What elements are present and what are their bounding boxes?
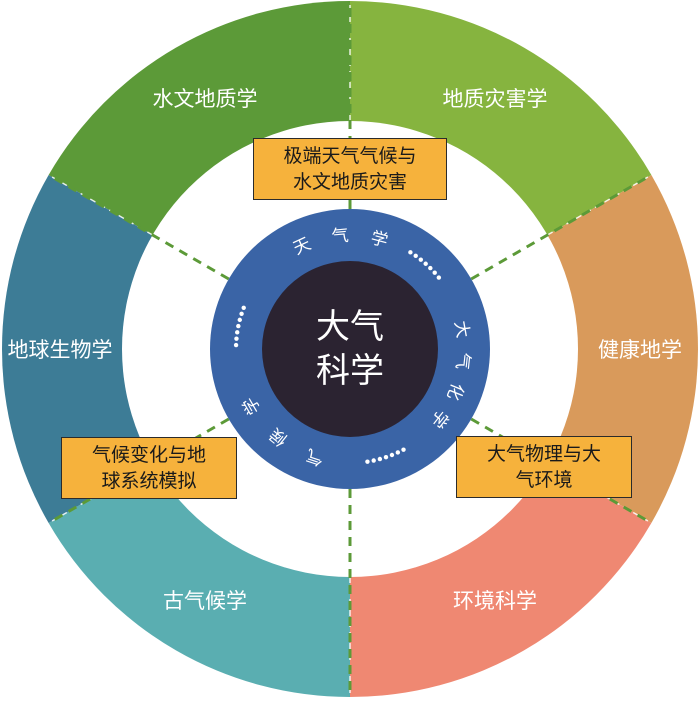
inner-branch-char: 大: [450, 319, 473, 339]
ring-dot: [371, 458, 376, 463]
connector-line: [470, 175, 649, 281]
overlap-box-line: 气候变化与地: [91, 444, 206, 466]
ring-dot: [383, 454, 389, 460]
inner-branch-meteorology: 天气学: [290, 226, 390, 260]
overlap-box-line: 极端天气气候与: [283, 145, 417, 167]
ring-dot: [389, 452, 395, 458]
ring-dot: [423, 261, 428, 266]
outer-segment-label-health-geography: 健康地学: [598, 338, 682, 362]
ring-dot: [418, 257, 424, 262]
inner-branch-char: 气: [452, 351, 474, 370]
outer-segment-label-paleoclimatology: 古气候学: [163, 589, 247, 613]
connector-line: [51, 175, 230, 281]
ring-dot: [235, 330, 240, 335]
core-title-line1: 大气: [316, 307, 384, 347]
core-circle: [262, 261, 438, 437]
ring-dot: [239, 311, 244, 316]
inner-ring-dots: [233, 250, 442, 464]
inner-branch-char: 气: [304, 444, 326, 468]
overlap-box-climate-modeling: 气候变化与地 球系统模拟: [61, 437, 237, 499]
ring-dot: [377, 456, 383, 462]
ring-dot: [401, 447, 406, 452]
inner-branch-char: 天: [290, 234, 314, 259]
overlap-box-line: 气环境: [515, 469, 573, 491]
ring-dot: [365, 459, 370, 464]
overlap-box-atmospheric-physics: 大气物理与大 气环境: [456, 436, 632, 498]
inner-ring-labels: 天气学大气化学气候学: [239, 226, 473, 469]
core-title-line2: 科学: [316, 351, 384, 391]
ring-dot: [234, 336, 239, 341]
overlap-box-extreme-weather: 极端天气气候与 水文地质灾害: [253, 138, 447, 200]
ring-dot: [408, 250, 413, 255]
outer-segment-label-hydrogeology: 水文地质学: [153, 87, 258, 111]
inner-branch-char: 气: [331, 226, 350, 247]
ring-dot: [233, 342, 239, 348]
ring-dot: [413, 253, 418, 259]
ring-dot: [428, 265, 433, 271]
ring-dot: [237, 317, 242, 323]
outer-segment-label-environmental-science: 环境科学: [453, 589, 537, 613]
ring-dot: [436, 275, 442, 280]
ring-dot: [241, 305, 246, 310]
ring-dot: [432, 270, 437, 275]
overlap-box-line: 水文地质灾害: [292, 171, 407, 193]
overlap-box-line: 球系统模拟: [101, 470, 197, 492]
inner-branch-char: 学: [368, 228, 390, 252]
ring-dot: [395, 450, 401, 455]
inner-branch-char: 化: [442, 380, 467, 403]
ring-dot: [236, 323, 241, 329]
outer-segment-label-geobiology: 地球生物学: [8, 338, 113, 362]
outer-segment-label-geohazards: 地质灾害学: [443, 87, 548, 111]
overlap-box-line: 大气物理与大: [486, 443, 601, 465]
